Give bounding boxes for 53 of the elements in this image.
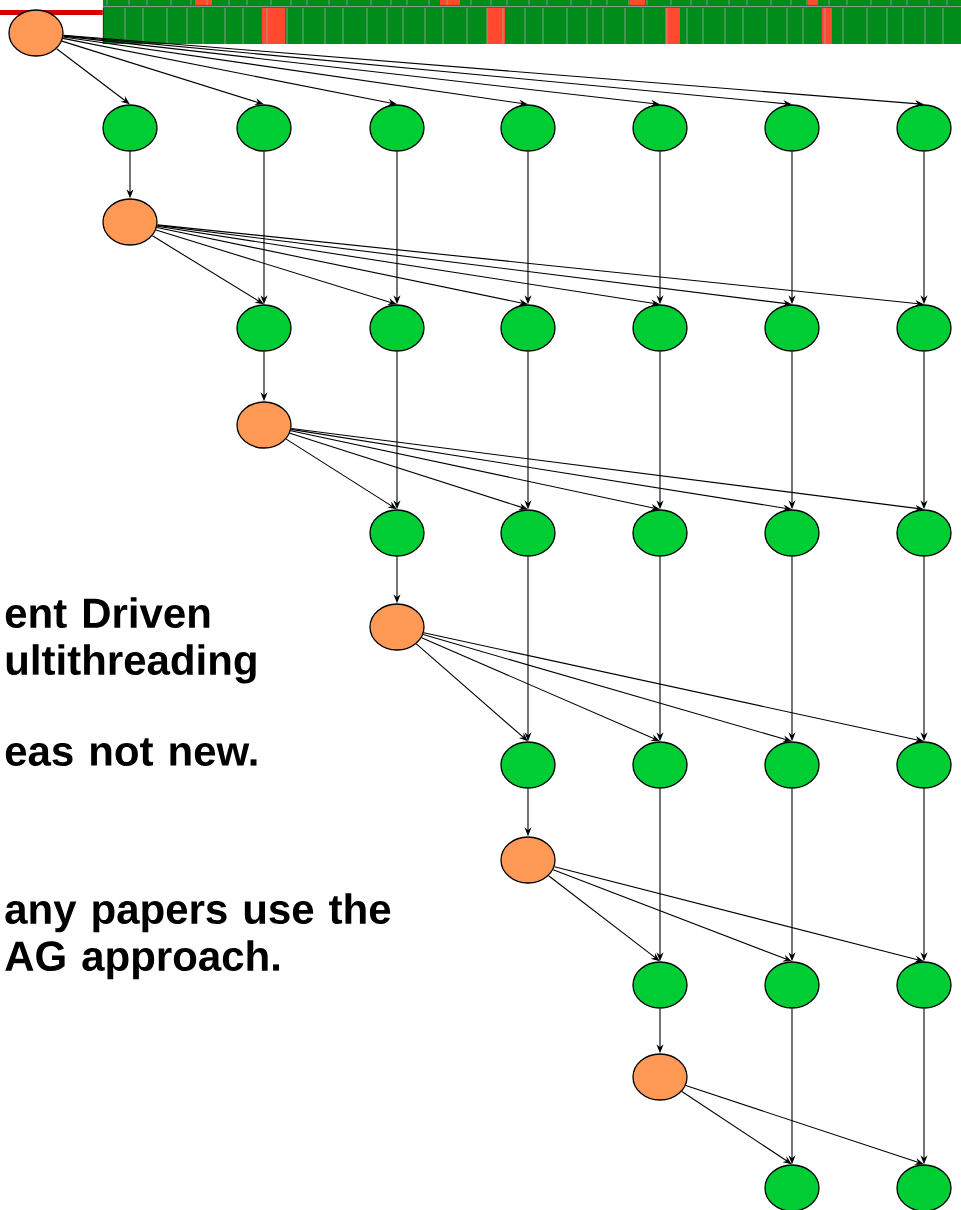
note-text: ent Driven ultithreading xyxy=(5,597,256,684)
task-ellipse xyxy=(369,603,425,651)
arrow xyxy=(156,224,924,307)
task-ellipse xyxy=(896,304,952,352)
note-text: eas not new. xyxy=(5,738,257,766)
task-ellipse xyxy=(764,961,820,1009)
arrow xyxy=(156,227,528,306)
task-ellipse xyxy=(896,1164,952,1210)
arrow xyxy=(290,430,660,511)
arrow xyxy=(552,869,792,962)
task-ellipse xyxy=(369,509,425,557)
arrow xyxy=(289,432,528,510)
arrow xyxy=(423,632,924,743)
task-ellipse xyxy=(632,509,688,557)
task-ellipse xyxy=(500,741,556,789)
arrow xyxy=(156,225,660,307)
task-ellipse xyxy=(8,9,64,57)
arrow xyxy=(285,438,397,510)
task-ellipse xyxy=(632,741,688,789)
note-text: any papers use the AG approach. xyxy=(5,893,391,980)
task-ellipse xyxy=(632,961,688,1009)
task-ellipse xyxy=(896,104,952,152)
arrow xyxy=(290,427,924,512)
task-ellipse xyxy=(236,104,292,152)
task-ellipse xyxy=(369,304,425,352)
arrow xyxy=(685,1085,924,1165)
arrow xyxy=(62,36,528,107)
task-ellipse xyxy=(896,961,952,1009)
task-ellipse xyxy=(500,104,556,152)
task-ellipse xyxy=(764,741,820,789)
task-ellipse xyxy=(500,304,556,352)
task-ellipse xyxy=(896,509,952,557)
arrow xyxy=(62,35,660,107)
task-ellipse xyxy=(102,198,158,246)
arrow xyxy=(553,866,924,963)
task-ellipse xyxy=(764,304,820,352)
task-ellipse xyxy=(102,104,158,152)
task-ellipse xyxy=(500,836,556,884)
task-ellipse xyxy=(236,304,292,352)
task-ellipse xyxy=(632,1053,688,1101)
task-ellipse xyxy=(632,104,688,152)
arrow xyxy=(422,634,792,743)
arrow xyxy=(421,637,660,742)
task-ellipse xyxy=(236,401,292,449)
task-ellipse xyxy=(632,304,688,352)
task-ellipse xyxy=(500,509,556,557)
task-ellipse xyxy=(369,104,425,152)
task-ellipse xyxy=(764,509,820,557)
task-ellipse xyxy=(896,741,952,789)
task-ellipse xyxy=(764,104,820,152)
task-ellipse xyxy=(764,1164,820,1210)
arrow xyxy=(681,1090,792,1165)
arrow xyxy=(151,235,264,305)
